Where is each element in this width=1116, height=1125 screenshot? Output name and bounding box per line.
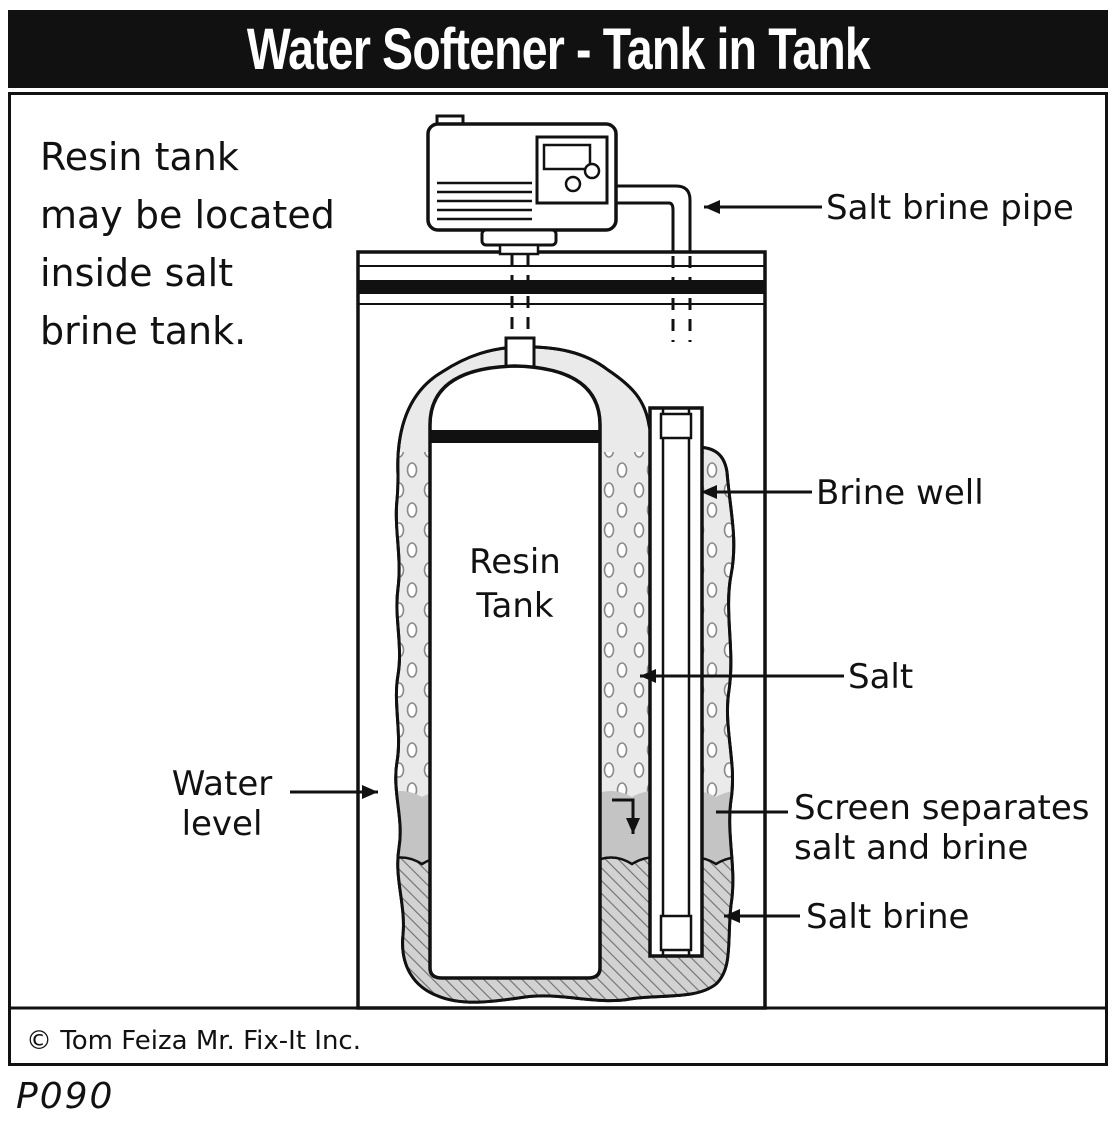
label-screen-line: salt and brine [794, 828, 1029, 868]
note-resin-tank-location: Resin tank may be located inside salt br… [40, 128, 335, 360]
diagram-code: P090 [16, 1076, 115, 1117]
note-line: inside salt [40, 251, 234, 295]
note-line: may be located [40, 193, 335, 237]
label-screen-line: Screen separates [794, 788, 1090, 828]
label-water-level: Water level [152, 764, 292, 844]
label-water-level-line: level [181, 804, 263, 844]
label-salt-brine: Salt brine [806, 897, 970, 937]
page-title: Water Softener - Tank in Tank [246, 16, 870, 82]
title-bar: Water Softener - Tank in Tank [8, 10, 1108, 88]
label-water-level-line: Water [171, 764, 273, 804]
label-resin-tank: Resin Tank [440, 540, 590, 628]
label-salt: Salt [848, 657, 914, 697]
label-resin-tank-line: Tank [476, 586, 554, 626]
label-screen: Screen separates salt and brine [794, 788, 1090, 868]
label-resin-tank-line: Resin [469, 542, 561, 582]
note-line: Resin tank [40, 135, 239, 179]
label-brine-well: Brine well [816, 473, 984, 513]
copyright-text: © Tom Feiza Mr. Fix-It Inc. [26, 1026, 361, 1056]
note-line: brine tank. [40, 309, 247, 353]
label-salt-brine-pipe: Salt brine pipe [826, 188, 1074, 228]
